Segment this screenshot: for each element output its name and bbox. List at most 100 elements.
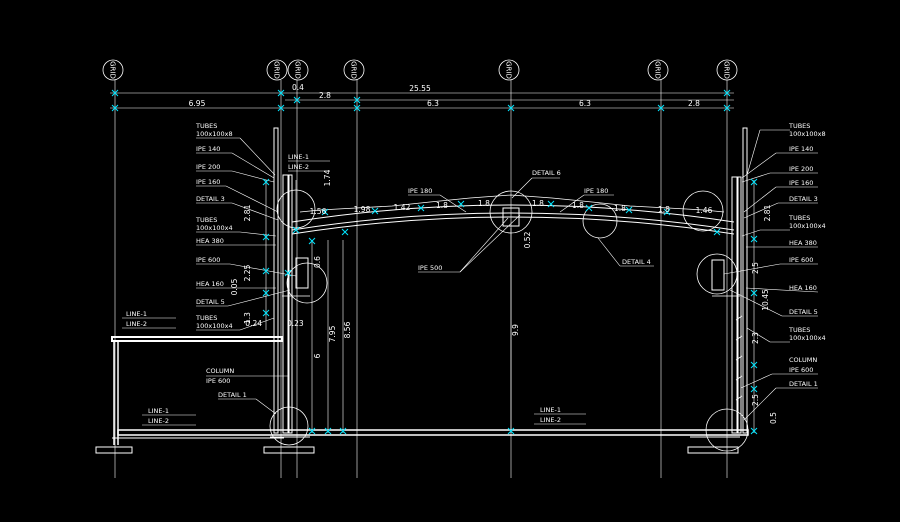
line-1-tag: LINE-1 [126, 310, 147, 318]
label-detail-6: DETAIL 6 [532, 169, 561, 177]
dim-vertical: 7.95 [328, 325, 337, 342]
dim-vertical: 2.25 [243, 264, 252, 281]
right-label: TUBES [788, 122, 810, 130]
column-type: IPE 600 [206, 377, 230, 385]
roof-dim: 1.42 [394, 203, 411, 212]
label-ipe-500: IPE 500 [418, 264, 442, 272]
grid-tag: GRID [294, 61, 302, 79]
right-label: HEA 160 [789, 284, 817, 292]
roof-dim: 1.98 [354, 205, 371, 214]
dim-vertical: 0.6 [313, 256, 322, 268]
grid-bubble [266, 59, 288, 81]
dim-vertical: 2.5 [751, 262, 760, 274]
dim-span: 6.95 [189, 99, 206, 108]
dim-vertical: 1.3 [243, 312, 252, 324]
grid-tag: GRID [723, 61, 731, 79]
roof-dim: 1.8 [614, 204, 626, 213]
left-label: TUBES [195, 216, 217, 224]
roof-labels: DETAIL 6 IPE 180 IPE 180 DETAIL 4 IPE 50… [408, 169, 654, 273]
line-1-tag: LINE-1 [540, 406, 561, 414]
right-label: DETAIL 3 [789, 195, 818, 203]
grid-tag: GRID [109, 61, 117, 79]
dim-horizontal: 0.24 [245, 319, 262, 328]
right-label: IPE 200 [789, 165, 813, 173]
grid-tag: GRID [505, 61, 513, 79]
grid-bubble [498, 59, 520, 81]
vertical-dimensions: 1.74 2.81 2.81 2.25 0.05 0.6 1.3 0.24 0.… [230, 169, 778, 435]
left-label: IPE 160 [196, 178, 220, 186]
dim-vertical: 6 [313, 353, 322, 358]
roof-dim: 1.46 [696, 206, 713, 215]
label-detail-1: DETAIL 1 [218, 391, 247, 399]
dim-vertical: 1.74 [323, 169, 332, 186]
left-label: 100x100x4 [196, 224, 233, 232]
left-label: DETAIL 5 [196, 298, 225, 306]
right-label: TUBES [788, 214, 810, 222]
dim-vertical: 10.45 [761, 289, 770, 311]
line-2-tag: LINE-2 [148, 417, 169, 425]
dim-vertical: 0.05 [230, 278, 239, 295]
grid-bubbles: GRID GRID GRID GRID GRID GRID GRID [102, 59, 738, 81]
right-label: COLUMN [789, 356, 817, 364]
grid-bubble [343, 59, 365, 81]
right-label: 100x100x8 [789, 130, 826, 138]
roof-dim: 1.8 [532, 199, 544, 208]
grid-lines [114, 80, 728, 478]
dim-span: 2.8 [688, 99, 700, 108]
left-label: TUBES [195, 122, 217, 130]
right-label: DETAIL 5 [789, 308, 818, 316]
top-dimensions: 25.55 0.4 2.8 6.95 6.3 6.3 2.8 [110, 83, 734, 112]
dim-span: 6.3 [579, 99, 591, 108]
left-label: 100x100x4 [196, 322, 233, 330]
right-label: IPE 600 [789, 366, 813, 374]
grid-tag: GRID [654, 61, 662, 79]
right-column-ticks [735, 315, 743, 401]
grid-tag: GRID [350, 61, 358, 79]
grid-bubble [102, 59, 124, 81]
dim-vertical: 2.5 [751, 394, 760, 406]
dim-vertical: 8.56 [343, 321, 352, 338]
left-label: IPE 600 [196, 256, 220, 264]
right-label: IPE 140 [789, 145, 813, 153]
grid-bubble [647, 59, 669, 81]
dim-vertical: 2.3 [751, 332, 760, 344]
right-annotations: TUBES 100x100x8 IPE 140 IPE 200 IPE 160 … [723, 122, 826, 421]
right-label: DETAIL 1 [789, 380, 818, 388]
label-ipe-180: IPE 180 [408, 187, 432, 195]
left-label: DETAIL 3 [196, 195, 225, 203]
column-label: COLUMN [206, 367, 234, 375]
dim-vertical: 0.52 [523, 231, 532, 248]
left-label: TUBES [195, 314, 217, 322]
line-1-tag: LINE-1 [288, 153, 309, 161]
roof-dim: 1.8 [436, 201, 448, 210]
line-2-tag: LINE-2 [288, 163, 309, 171]
line-2-tag: LINE-2 [126, 320, 147, 328]
roof-dim: 1.8 [478, 199, 490, 208]
structure [95, 127, 749, 454]
line-1-tag: LINE-1 [148, 407, 169, 415]
grid-bubble [287, 59, 309, 81]
roof-dim: 1.8 [572, 201, 584, 210]
left-annotations: TUBES 100x100x8 IPE 140 IPE 200 IPE 160 … [195, 122, 297, 331]
right-label: TUBES [788, 326, 810, 334]
dim-vertical: 2.81 [763, 204, 772, 221]
roof-dim: 1.8 [658, 205, 670, 214]
right-label: IPE 160 [789, 179, 813, 187]
dim-offset: 0.4 [292, 83, 304, 92]
right-label: HEA 380 [789, 239, 817, 247]
dim-horizontal: 0.23 [287, 319, 304, 328]
left-label: HEA 380 [196, 237, 224, 245]
label-detail-4: DETAIL 4 [622, 258, 651, 266]
line-2-tag: LINE-2 [540, 416, 561, 424]
detail-circles [269, 189, 749, 452]
right-label: 100x100x4 [789, 334, 826, 342]
label-ipe-180: IPE 180 [584, 187, 608, 195]
dim-vertical: 9.9 [511, 324, 520, 336]
left-label: HEA 160 [196, 280, 224, 288]
right-label: IPE 600 [789, 256, 813, 264]
left-label: 100x100x8 [196, 130, 233, 138]
dim-overall: 25.55 [409, 84, 431, 93]
line-tags: LINE-1 LINE-2 LINE-1 LINE-2 LINE-1 LINE-… [122, 153, 586, 426]
